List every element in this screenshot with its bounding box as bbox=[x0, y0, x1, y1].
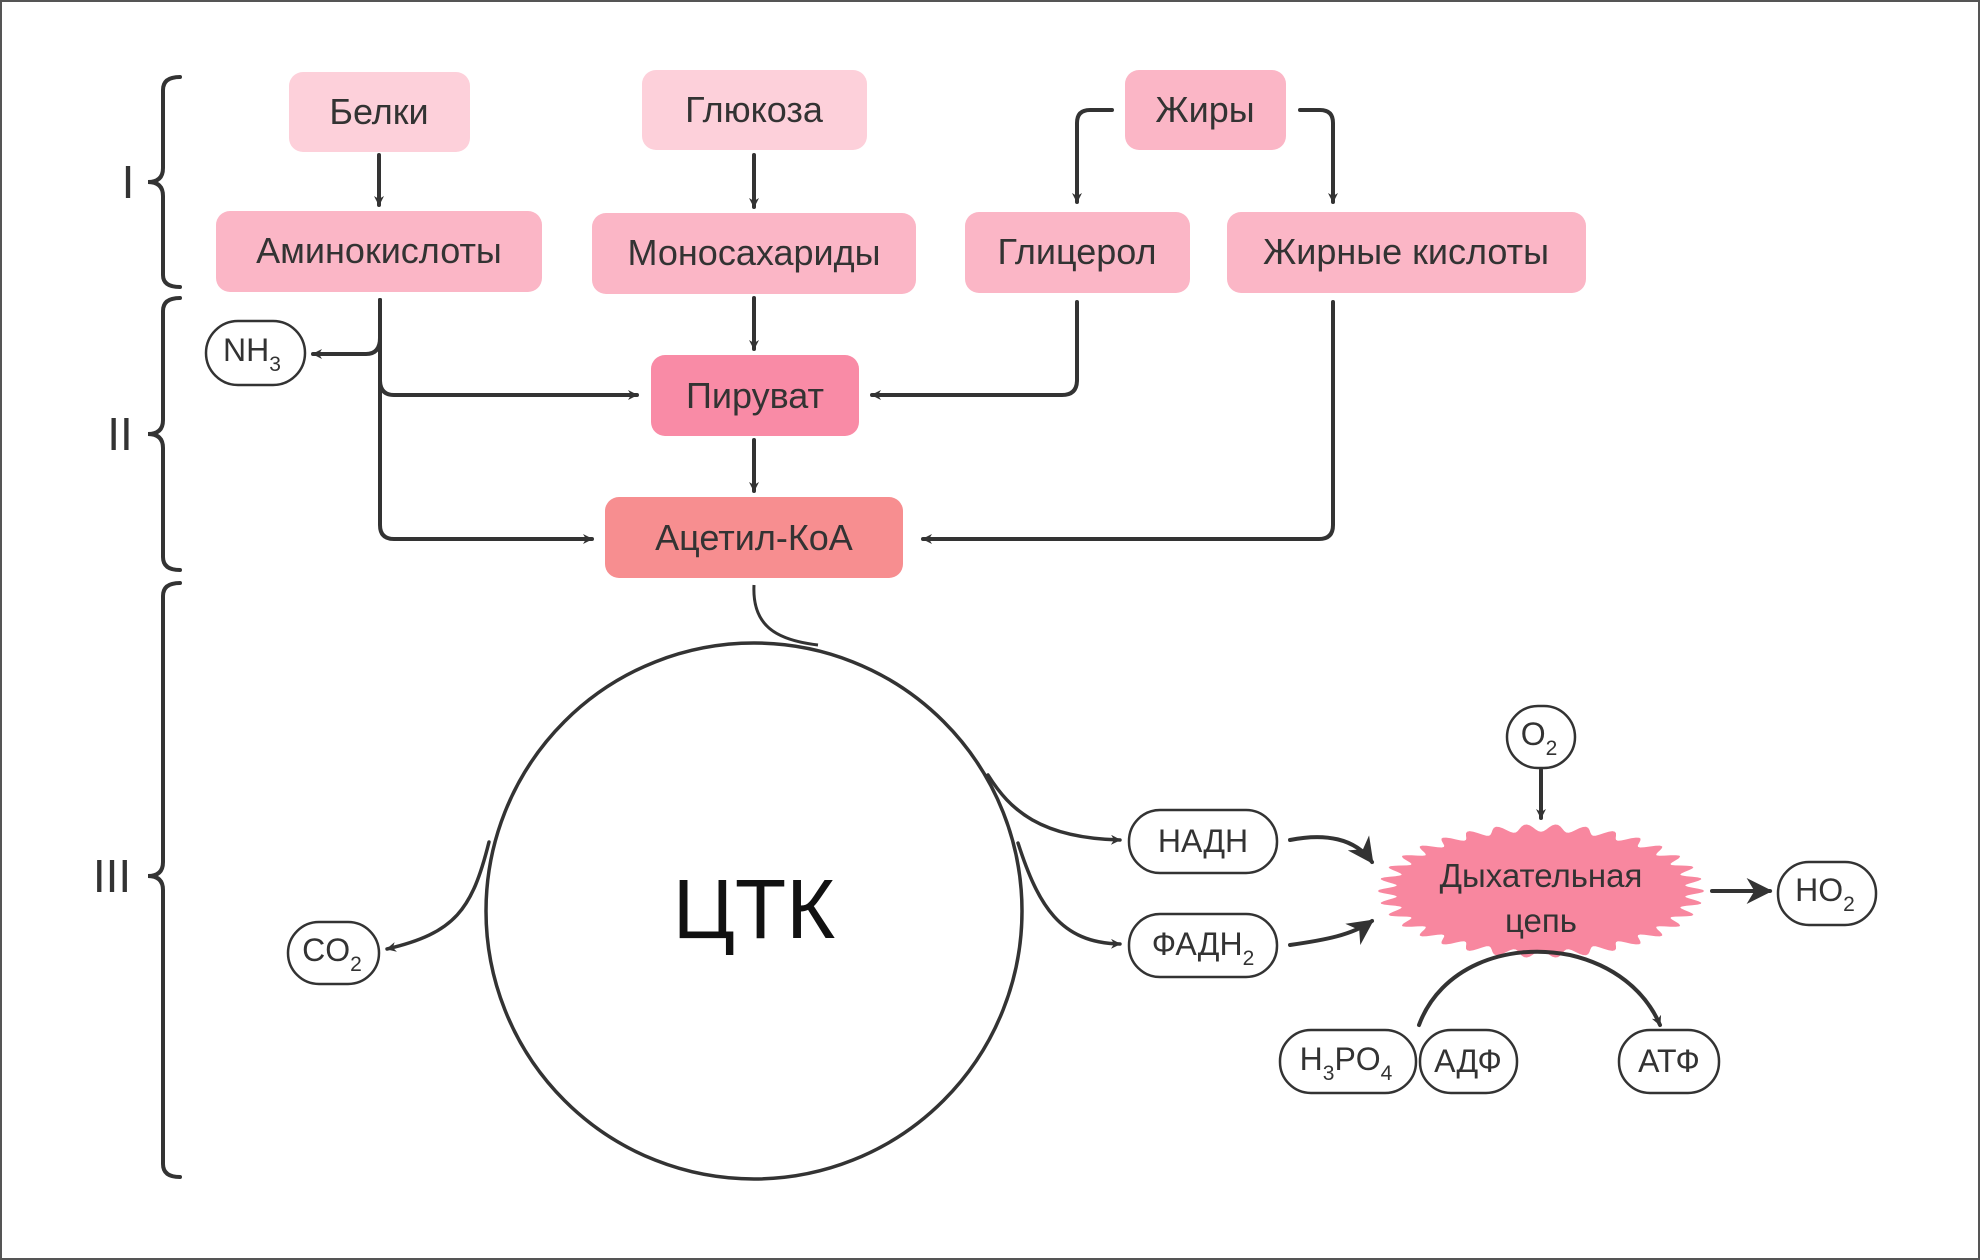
respiratory-chain-label-line1: Дыхательная bbox=[1440, 857, 1643, 894]
acetyl-coa-box bbox=[605, 497, 903, 578]
nh3-pill bbox=[204, 319, 307, 387]
arrow-tca-co2 bbox=[385, 840, 491, 952]
acetyl-coa-label: Ацетил-КоА bbox=[655, 517, 853, 558]
arrow-adp-atp bbox=[1417, 949, 1662, 1027]
arrow-nadh-resp bbox=[1288, 835, 1374, 865]
stage-label-3: III bbox=[93, 850, 131, 902]
monosaccharides-box bbox=[592, 213, 916, 294]
stage-brace-1 bbox=[147, 75, 182, 289]
stage-brace-2 bbox=[147, 296, 182, 572]
arrow-fats-fattyacids bbox=[1298, 108, 1338, 204]
arrow-amino-pyruvate bbox=[378, 298, 639, 400]
fadh2-pill bbox=[1127, 912, 1279, 979]
proteins-box bbox=[289, 72, 470, 152]
o2-label: O2 bbox=[1521, 716, 1558, 760]
arrow-fadh2-resp bbox=[1288, 919, 1375, 947]
arrow-fats-glycerol bbox=[1072, 108, 1114, 204]
acetyl-to-tca-connector bbox=[752, 584, 819, 647]
respiratory-chain-shape bbox=[1377, 824, 1705, 958]
co2-label: CO2 bbox=[302, 932, 362, 976]
fatty-acids-box bbox=[1227, 212, 1586, 293]
adp-label: АДФ bbox=[1434, 1043, 1502, 1079]
ho2-pill bbox=[1776, 860, 1878, 927]
glycerol-box bbox=[965, 212, 1190, 293]
tca-label: ЦТК bbox=[673, 862, 835, 956]
amino-acids-label: Аминокислоты bbox=[256, 230, 502, 271]
pyruvate-label: Пируват bbox=[686, 375, 824, 416]
nh3-label: NH3 bbox=[223, 332, 281, 376]
fats-label: Жиры bbox=[1155, 89, 1254, 130]
arrow-amino-acetyl bbox=[378, 298, 594, 544]
proteins-label: Белки bbox=[329, 91, 428, 132]
atp-pill bbox=[1617, 1028, 1721, 1095]
glucose-box bbox=[642, 70, 867, 150]
stage-label-1: I bbox=[122, 156, 135, 208]
arrow-glycerol-pyruvate bbox=[870, 300, 1079, 400]
h3po4-label: H3PO4 bbox=[1300, 1041, 1393, 1085]
adp-pill bbox=[1418, 1028, 1519, 1095]
arrow-fattyacids-acetyl bbox=[921, 300, 1335, 544]
arrow-amino-nh3 bbox=[311, 298, 382, 359]
glucose-label: Глюкоза bbox=[685, 89, 824, 130]
co2-pill bbox=[286, 920, 381, 986]
fats-box bbox=[1125, 70, 1286, 150]
pyruvate-box bbox=[651, 355, 859, 436]
nadh-pill bbox=[1127, 808, 1279, 875]
stage-label-2: II bbox=[107, 408, 133, 460]
o2-pill bbox=[1505, 704, 1577, 770]
fatty-acids-label: Жирные кислоты bbox=[1263, 231, 1549, 272]
stage-brace-3 bbox=[147, 581, 182, 1179]
arrow-tca-nadh bbox=[986, 773, 1122, 845]
monosaccharides-label: Моносахариды bbox=[628, 232, 881, 273]
amino-acids-box bbox=[216, 211, 542, 292]
respiratory-chain-label-line2: цепь bbox=[1505, 902, 1577, 939]
ho2-label: HO2 bbox=[1795, 872, 1855, 916]
nadh-label: НАДН bbox=[1158, 823, 1248, 859]
atp-label: АТФ bbox=[1638, 1043, 1700, 1079]
arrow-tca-fadh2 bbox=[1016, 841, 1122, 949]
tca-cycle-circle bbox=[484, 641, 1024, 1181]
h3po4-pill bbox=[1278, 1028, 1418, 1095]
glycerol-label: Глицерол bbox=[997, 231, 1156, 272]
fadh2-label: ФАДН2 bbox=[1152, 926, 1255, 970]
